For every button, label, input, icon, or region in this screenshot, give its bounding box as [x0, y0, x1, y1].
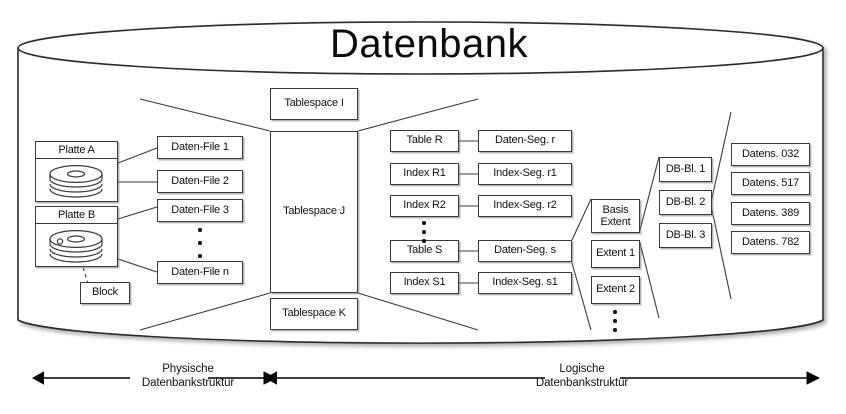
segment-daten-r[interactable]: Daten-Seg. r — [478, 130, 572, 152]
data-file-1[interactable]: Daten-File 1 — [157, 136, 243, 159]
disk-stack-icon — [36, 159, 117, 202]
tablespace-i[interactable]: Tablespace I — [270, 88, 358, 120]
disk-platte-b[interactable]: Platte B — [35, 206, 118, 267]
axis-label-logical-line2: Datenbankstruktur — [535, 377, 629, 390]
object-table-r[interactable]: Table R — [390, 130, 459, 152]
db-block-2[interactable]: DB-Bl. 2 — [659, 190, 712, 215]
data-file-3[interactable]: Daten-File 3 — [157, 199, 243, 222]
extent-basis-line1: Basis — [602, 203, 629, 216]
record-389[interactable]: Datens. 389 — [731, 202, 810, 225]
extent-2[interactable]: Extent 2 — [591, 276, 640, 304]
connector-group-blocks-to-records — [711, 111, 732, 300]
axis-label-logical: Logische Datenbankstruktur — [497, 362, 667, 391]
segment-daten-s[interactable]: Daten-Seg. s — [478, 240, 572, 262]
object-index-r2[interactable]: Index R2 — [390, 195, 459, 217]
disk-stack-icon — [36, 224, 117, 267]
axis-label-logical-line1: Logische — [559, 363, 605, 375]
object-index-s1[interactable]: Index S1 — [390, 272, 459, 294]
data-file-n[interactable]: Daten-File n — [157, 261, 243, 284]
connector-group-extents-to-blocks — [639, 156, 660, 319]
record-032[interactable]: Datens. 032 — [731, 143, 810, 166]
connector-group-segments-to-extents — [571, 198, 592, 331]
data-files-ellipsis-icon — [198, 228, 202, 258]
segment-index-r1[interactable]: Index-Seg. r1 — [478, 163, 572, 185]
segment-index-s1[interactable]: Index-Seg. s1 — [478, 272, 572, 294]
data-file-2[interactable]: Daten-File 2 — [157, 170, 243, 193]
object-index-r1[interactable]: Index R1 — [390, 163, 459, 185]
page-title: Datenbank — [330, 22, 528, 66]
axis-label-physical-line1: Physische — [162, 363, 214, 375]
extents-ellipsis-icon — [613, 310, 617, 332]
connector-group-files-to-tablespaces — [139, 98, 271, 331]
disk-platte-a-label: Platte A — [36, 142, 117, 159]
disk-platte-a[interactable]: Platte A — [35, 141, 118, 202]
db-block-3[interactable]: DB-Bl. 3 — [659, 223, 712, 248]
connector-group-objects-to-segments — [459, 140, 478, 284]
extent-basis-line2: Extent — [600, 216, 631, 228]
record-782[interactable]: Datens. 782 — [731, 231, 810, 254]
extent-basis[interactable]: Basis Extent — [591, 199, 640, 233]
block-node[interactable]: Block — [80, 282, 130, 304]
tablespace-j[interactable]: Tablespace J — [270, 131, 358, 293]
disk-platte-b-label: Platte B — [36, 207, 117, 224]
connector-group-tablespace-to-objects — [357, 98, 479, 331]
objects-ellipsis-icon — [422, 221, 426, 243]
axis-label-physical-line2: Datenbankstruktur — [141, 377, 235, 390]
extent-1[interactable]: Extent 1 — [591, 240, 640, 268]
object-table-s[interactable]: Table S — [390, 240, 459, 262]
axis-label-physical: Physische Datenbankstruktur — [103, 362, 273, 391]
connector-group-disks-to-files — [117, 147, 158, 273]
record-517[interactable]: Datens. 517 — [731, 172, 810, 195]
segment-index-r2[interactable]: Index-Seg. r2 — [478, 195, 572, 217]
db-block-1[interactable]: DB-Bl. 1 — [659, 157, 712, 182]
tablespace-k[interactable]: Tablespace K — [270, 298, 358, 330]
